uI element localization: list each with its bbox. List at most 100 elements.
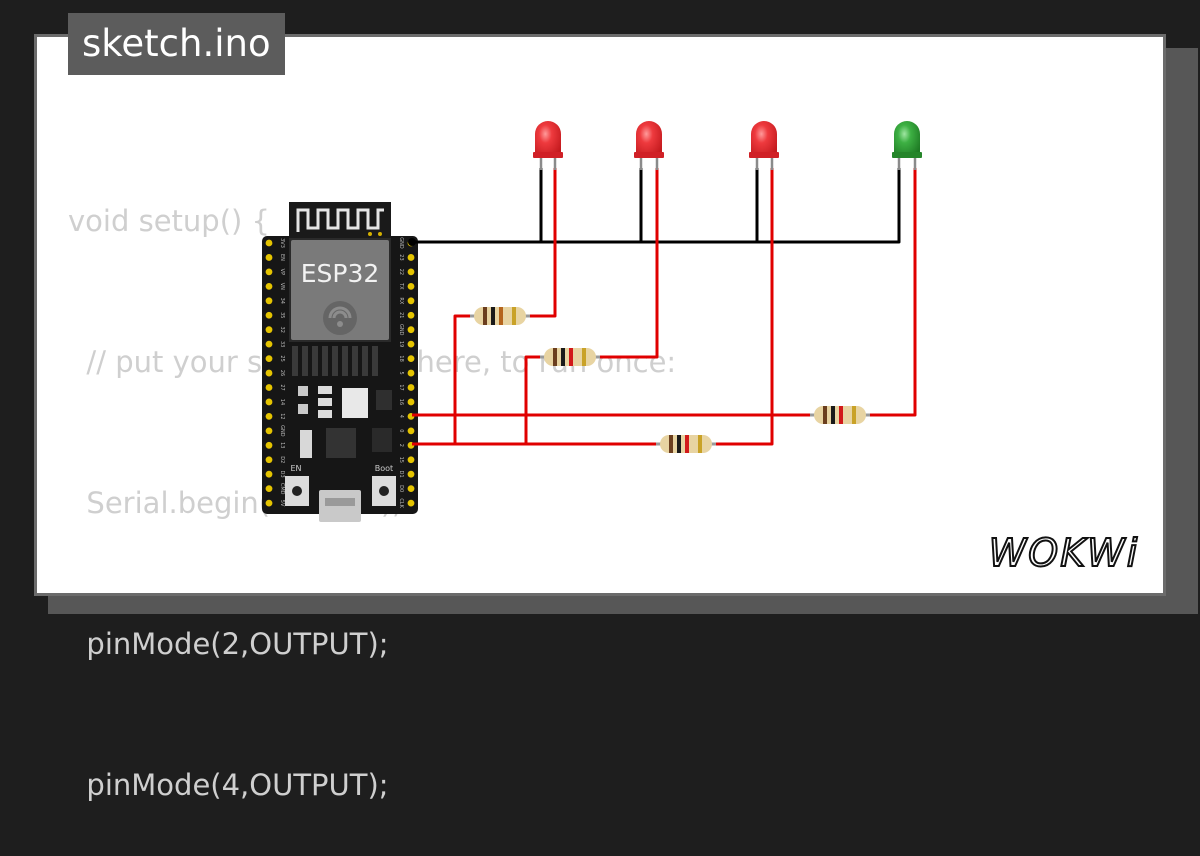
- pin-label: CLK: [398, 498, 404, 508]
- pin-label: 34: [279, 298, 285, 304]
- pin[interactable]: [265, 470, 273, 478]
- pin-label: 2: [398, 444, 404, 447]
- pin[interactable]: [265, 239, 273, 247]
- pin-label: TX: [398, 282, 404, 290]
- pin[interactable]: [265, 297, 273, 305]
- pin[interactable]: [265, 369, 273, 377]
- pin[interactable]: [407, 427, 415, 435]
- resistor-1[interactable]: [470, 307, 530, 325]
- led1-anode-wire[interactable]: [530, 168, 557, 318]
- circuit-diagram: ESP32 EN Boot: [262, 121, 922, 522]
- pin[interactable]: [407, 470, 415, 478]
- resistor-4[interactable]: [656, 435, 716, 453]
- pin[interactable]: [265, 282, 273, 290]
- pin[interactable]: [265, 427, 273, 435]
- pin-label: 5: [398, 371, 404, 374]
- en-button[interactable]: [285, 476, 309, 506]
- pin[interactable]: [407, 456, 415, 464]
- pin[interactable]: [407, 254, 415, 261]
- pin[interactable]: [407, 268, 415, 276]
- pin-label: CMD: [279, 483, 285, 495]
- pin-label: 4: [398, 415, 404, 418]
- pin[interactable]: [407, 355, 415, 362]
- pin-label: GND: [398, 324, 404, 336]
- pin[interactable]: [407, 340, 415, 348]
- pin[interactable]: [265, 340, 273, 348]
- pin[interactable]: [265, 268, 273, 276]
- resistor-2[interactable]: [540, 348, 600, 366]
- pin[interactable]: [407, 485, 415, 493]
- led-1[interactable]: [533, 121, 563, 170]
- pin[interactable]: [265, 326, 273, 334]
- pin[interactable]: [407, 311, 415, 319]
- pin[interactable]: [407, 282, 415, 290]
- pin-label: 15: [398, 457, 404, 463]
- pin[interactable]: [265, 456, 273, 464]
- diagram-canvas[interactable]: [34, 34, 1166, 596]
- boot-label: Boot: [375, 464, 393, 473]
- pin[interactable]: [407, 369, 415, 377]
- pin[interactable]: [265, 311, 273, 319]
- pin-label: D3: [279, 471, 285, 478]
- pin-label: 33: [279, 341, 285, 347]
- resistor-3[interactable]: [810, 406, 870, 424]
- pin[interactable]: [265, 355, 273, 362]
- file-name-tab[interactable]: sketch.ino: [68, 13, 285, 75]
- pin-label: 27: [279, 384, 285, 390]
- pin[interactable]: [265, 398, 273, 406]
- pin[interactable]: [265, 413, 273, 420]
- esp32-label: ESP32: [301, 259, 380, 288]
- boot-button[interactable]: [372, 476, 396, 506]
- pin-label: GND: [398, 237, 404, 249]
- led-2[interactable]: [634, 121, 664, 170]
- pin[interactable]: [407, 297, 415, 305]
- pin-label: D2: [279, 456, 285, 463]
- pin[interactable]: [265, 384, 273, 391]
- pin-label: 3V3: [279, 238, 285, 248]
- led-4[interactable]: [892, 121, 922, 170]
- pin-label: 13: [279, 442, 285, 448]
- left-pin-labels: 3V3ENVPVN343532332526271412GND13D2D3CMD5…: [279, 238, 285, 507]
- pin-label: 17: [398, 384, 404, 390]
- pin-label: 14: [279, 399, 285, 405]
- gpio-wire-2[interactable]: [412, 355, 540, 446]
- pin-label: 26: [279, 370, 285, 376]
- pin-label: 0: [398, 429, 404, 432]
- led3-anode-wire[interactable]: [712, 168, 774, 446]
- wokwi-logo[interactable]: WOKWi: [978, 528, 1150, 578]
- wokwi-logo-text: WOKWi: [989, 531, 1140, 575]
- led4-anode-wire[interactable]: [868, 168, 917, 417]
- pin[interactable]: [407, 384, 415, 391]
- pin-label: 23: [398, 254, 404, 260]
- pin-label: 18: [398, 355, 404, 361]
- left-pin-header: [265, 239, 273, 507]
- pin[interactable]: [407, 499, 415, 507]
- pin[interactable]: [407, 326, 415, 334]
- esp32-board[interactable]: ESP32 EN Boot: [262, 202, 418, 522]
- pin-label: 16: [398, 399, 404, 405]
- led-3[interactable]: [749, 121, 779, 170]
- pin-label: D0: [398, 485, 404, 492]
- gnd-wire[interactable]: [412, 168, 901, 244]
- pin[interactable]: [265, 254, 273, 261]
- pin-label: 12: [279, 413, 285, 419]
- led2-anode-wire[interactable]: [598, 168, 659, 359]
- pin-label: 22: [398, 269, 404, 275]
- pin[interactable]: [265, 485, 273, 493]
- pin-label: 32: [279, 327, 285, 333]
- pin-label: 35: [279, 312, 285, 318]
- en-label: EN: [290, 464, 301, 473]
- code-line: pinMode(4,OUTPUT);: [68, 768, 389, 802]
- pin[interactable]: [265, 499, 273, 507]
- pin[interactable]: [265, 441, 273, 449]
- gpio-wire-1[interactable]: [412, 314, 470, 446]
- pin-label: VN: [279, 283, 285, 290]
- pin-label: 5V: [279, 500, 285, 507]
- pin-label: 19: [398, 341, 404, 347]
- pin[interactable]: [407, 398, 415, 406]
- pin-label: 21: [398, 312, 404, 318]
- code-line: void setup() {: [68, 204, 270, 238]
- pin-label: D1: [398, 471, 404, 478]
- pin-label: EN: [279, 254, 285, 261]
